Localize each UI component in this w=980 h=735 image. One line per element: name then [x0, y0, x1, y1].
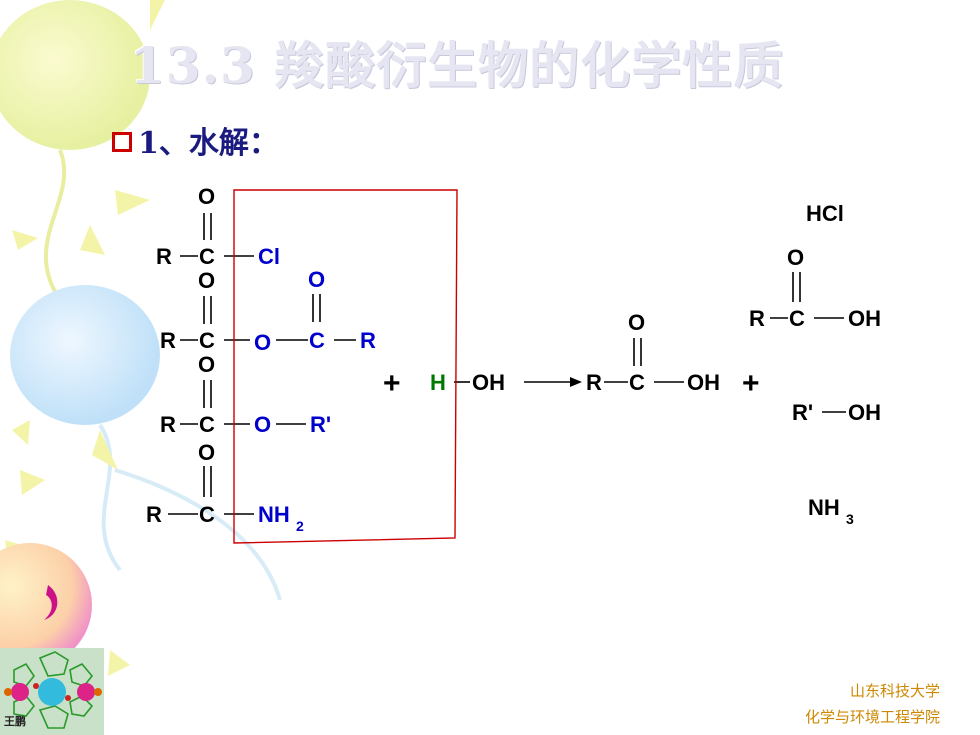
plus-sign-2: + [742, 367, 760, 400]
ester-carbonyl-o: O [198, 352, 215, 377]
byproduct-alcohol-oh: OH [848, 400, 881, 425]
amide-c: C [199, 502, 215, 527]
anhydride-bridge-o: O [254, 330, 271, 355]
byproduct-acid-oh: OH [848, 306, 881, 331]
product-r: R [586, 370, 602, 395]
bond-lines [168, 213, 846, 515]
blue-balloon-shape [10, 285, 160, 572]
water-oh: OH [472, 370, 505, 395]
product-oh: OH [687, 370, 720, 395]
reaction-arrow-icon [570, 377, 582, 387]
product-c: C [629, 370, 645, 395]
acyl-chloride-c: C [199, 244, 215, 269]
anhydride-c: C [199, 328, 215, 353]
plus-sign-1: + [383, 367, 401, 400]
amide-nh: NH [258, 502, 290, 527]
acyl-chloride-cl: Cl [258, 244, 280, 269]
footer-university: 山东科技大学 [849, 682, 940, 700]
anhydride-second-carbonyl-o: O [308, 267, 325, 292]
amide-carbonyl-o: O [198, 440, 215, 465]
byproduct-ammonia-subscript: 3 [846, 511, 854, 527]
author-name: 王鹏 [4, 715, 26, 728]
ester-c: C [199, 412, 215, 437]
byproduct-acid-c: C [789, 306, 805, 331]
anhydride-r: R [160, 328, 176, 353]
molecule-logo-icon [4, 651, 102, 729]
byproduct-alcohol-r-prime: R' [792, 400, 813, 425]
byproduct-hcl: HCl [806, 201, 844, 226]
author-logo: 王鹏 [0, 648, 104, 735]
byproduct-acid-r: R [749, 306, 765, 331]
ester-r-prime: R' [310, 412, 331, 437]
footer-college: 化学与环境工程学院 [804, 708, 940, 726]
byproduct-acid-o: O [787, 245, 804, 270]
ester-r: R [160, 412, 176, 437]
bullet-square-icon [112, 132, 132, 152]
amide-r: R [146, 502, 162, 527]
bullet-text: 1、水解： [138, 126, 279, 161]
anhydride-second-r: R [360, 328, 376, 353]
amide-nh-subscript: 2 [296, 518, 304, 534]
water-h: H [430, 370, 446, 395]
pink-balloon-shape [0, 543, 92, 667]
anhydride-carbonyl-o: O [198, 268, 215, 293]
acyl-chloride-carbonyl-o: O [198, 184, 215, 209]
ester-o: O [254, 412, 271, 437]
product-o: O [628, 310, 645, 335]
cleavage-highlight-box [233, 189, 458, 544]
byproduct-ammonia: NH [808, 495, 840, 520]
acyl-chloride-r: R [156, 244, 172, 269]
slide-title: 13.3 羧酸衍生物的化学性质 [130, 36, 785, 95]
bullet-hydrolysis: 1、水解： [112, 118, 279, 162]
anhydride-second-c: C [309, 328, 325, 353]
